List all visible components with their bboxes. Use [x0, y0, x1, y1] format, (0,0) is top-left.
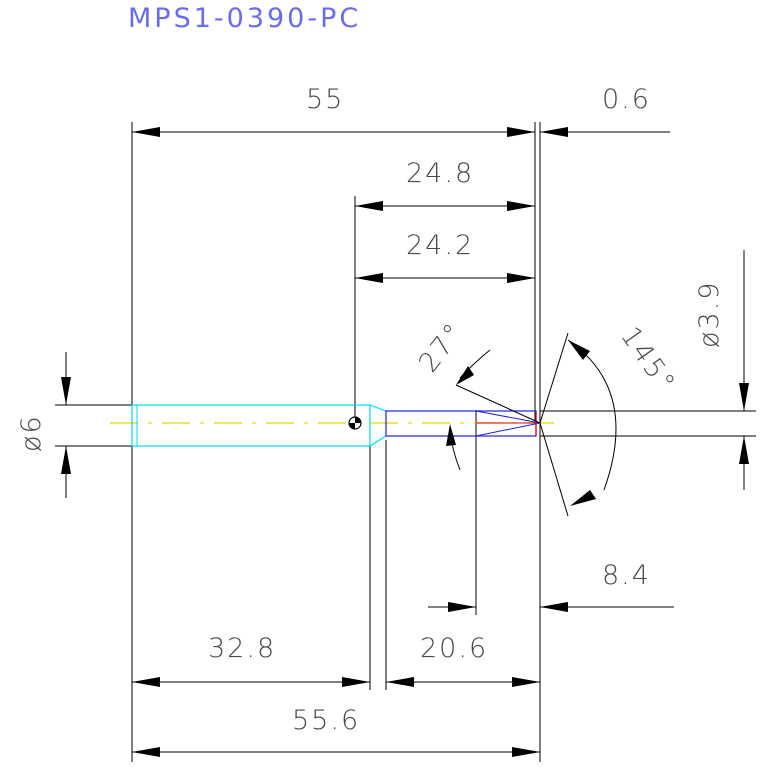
- dim-angle-tip: [539, 332, 617, 517]
- label-angle-145: 145°: [614, 321, 681, 399]
- label-diameter-6: ø6: [16, 414, 47, 452]
- drawing-title: MPS1-0390-PC: [128, 3, 361, 34]
- label-angle-27: 27°: [413, 317, 471, 379]
- dim-tip-offset: [428, 602, 674, 612]
- dim-shoulder-lower: [355, 273, 535, 283]
- label-8.4: 8.4: [602, 560, 651, 591]
- label-diameter-3.9: ø3.9: [694, 281, 725, 348]
- label-55: 55: [306, 84, 344, 115]
- dim-shank-diameter: [61, 352, 71, 498]
- extension-lines: [55, 122, 756, 762]
- label-20.6: 20.6: [420, 633, 488, 664]
- dim-tip-length: [386, 677, 540, 687]
- dim-shank-length: [132, 677, 370, 687]
- dim-angle-small: [446, 349, 541, 471]
- label-24.8: 24.8: [406, 158, 474, 189]
- datum-point-marker: [348, 416, 362, 430]
- dim-overall-bottom: [132, 747, 540, 757]
- label-32.8: 32.8: [208, 633, 276, 664]
- dim-shoulder-upper: [355, 201, 535, 211]
- label-55.6: 55.6: [292, 705, 360, 736]
- label-0.6: 0.6: [602, 84, 651, 115]
- dim-tip-diameter: [739, 250, 749, 490]
- dim-overall-top: [132, 127, 535, 137]
- dim-gap-top: [540, 127, 670, 137]
- label-24.2: 24.2: [406, 230, 474, 261]
